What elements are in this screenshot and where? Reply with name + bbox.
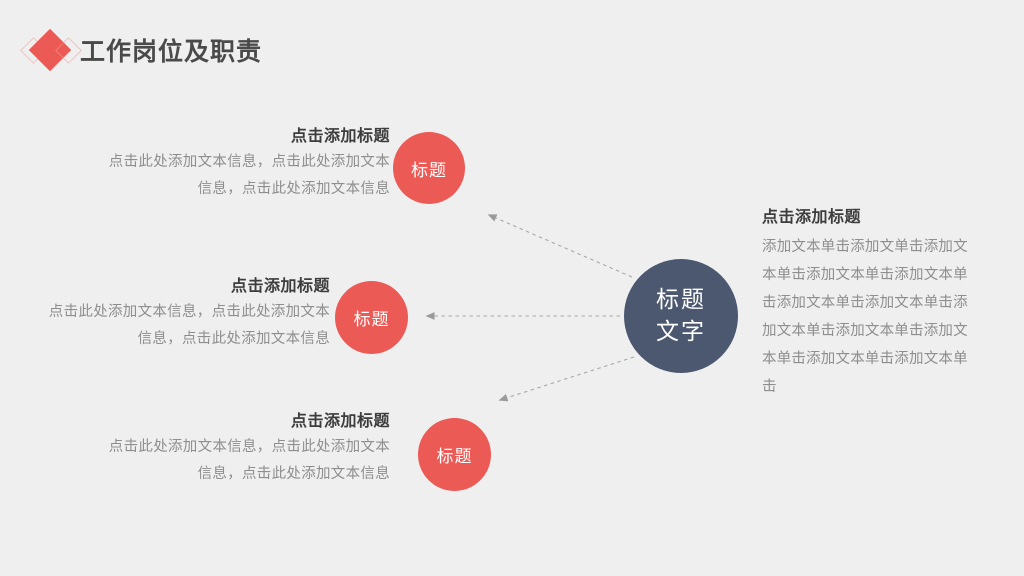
connector-bottom (498, 356, 635, 402)
branch-node-label-1: 标题 (411, 160, 447, 181)
branch-node-3[interactable]: 标题 (418, 418, 491, 491)
branch-node-label-3: 标题 (436, 447, 473, 467)
branch-node-2[interactable]: 标题 (335, 281, 408, 354)
branch-body-2: 点击此处添加文本信息，点击此处添加文本信息，点击此处添加文本信息 (48, 304, 330, 347)
red-diamond-icon (20, 28, 82, 72)
right-panel-body: 添加文本单击添加文单击添加文本单击添加文本单击添加文本单击添加文本单击添加文本单… (762, 239, 968, 395)
branch-title-2: 点击添加标题 (230, 276, 330, 295)
branch-node-1[interactable]: 标题 (393, 132, 465, 204)
hub-node[interactable]: 标题 文字 (624, 259, 738, 373)
branch-body-3: 点击此处添加文本信息，点击此处添加文本信息，点击此处添加文本信息 (108, 439, 390, 482)
hub-label-line1: 标题 (656, 287, 706, 313)
branch-block-1: 点击添加标题 点击此处添加文本信息，点击此处添加文本信息，点击此处添加文本信息 (48, 125, 390, 203)
branch-node-label-2: 标题 (353, 310, 390, 330)
branch-title-3: 点击添加标题 (290, 411, 390, 430)
page-title: 工作岗位及职责 (80, 37, 263, 66)
right-panel-title: 点击添加标题 (762, 207, 862, 226)
hub-label-line2: 文字 (656, 319, 706, 345)
branch-title-1: 点击添加标题 (290, 126, 390, 145)
right-panel: 点击添加标题 添加文本单击添加文单击添加文本单击添加文本单击添加文本单击添加文本… (762, 205, 992, 401)
branch-block-2: 点击添加标题 点击此处添加文本信息，点击此处添加文本信息，点击此处添加文本信息 (0, 275, 330, 353)
slide-header: 工作岗位及职责 (20, 28, 263, 72)
connector-top (487, 214, 633, 278)
branch-body-1: 点击此处添加文本信息，点击此处添加文本信息，点击此处添加文本信息 (108, 154, 390, 197)
branch-block-3: 点击添加标题 点击此处添加文本信息，点击此处添加文本信息，点击此处添加文本信息 (48, 410, 390, 488)
